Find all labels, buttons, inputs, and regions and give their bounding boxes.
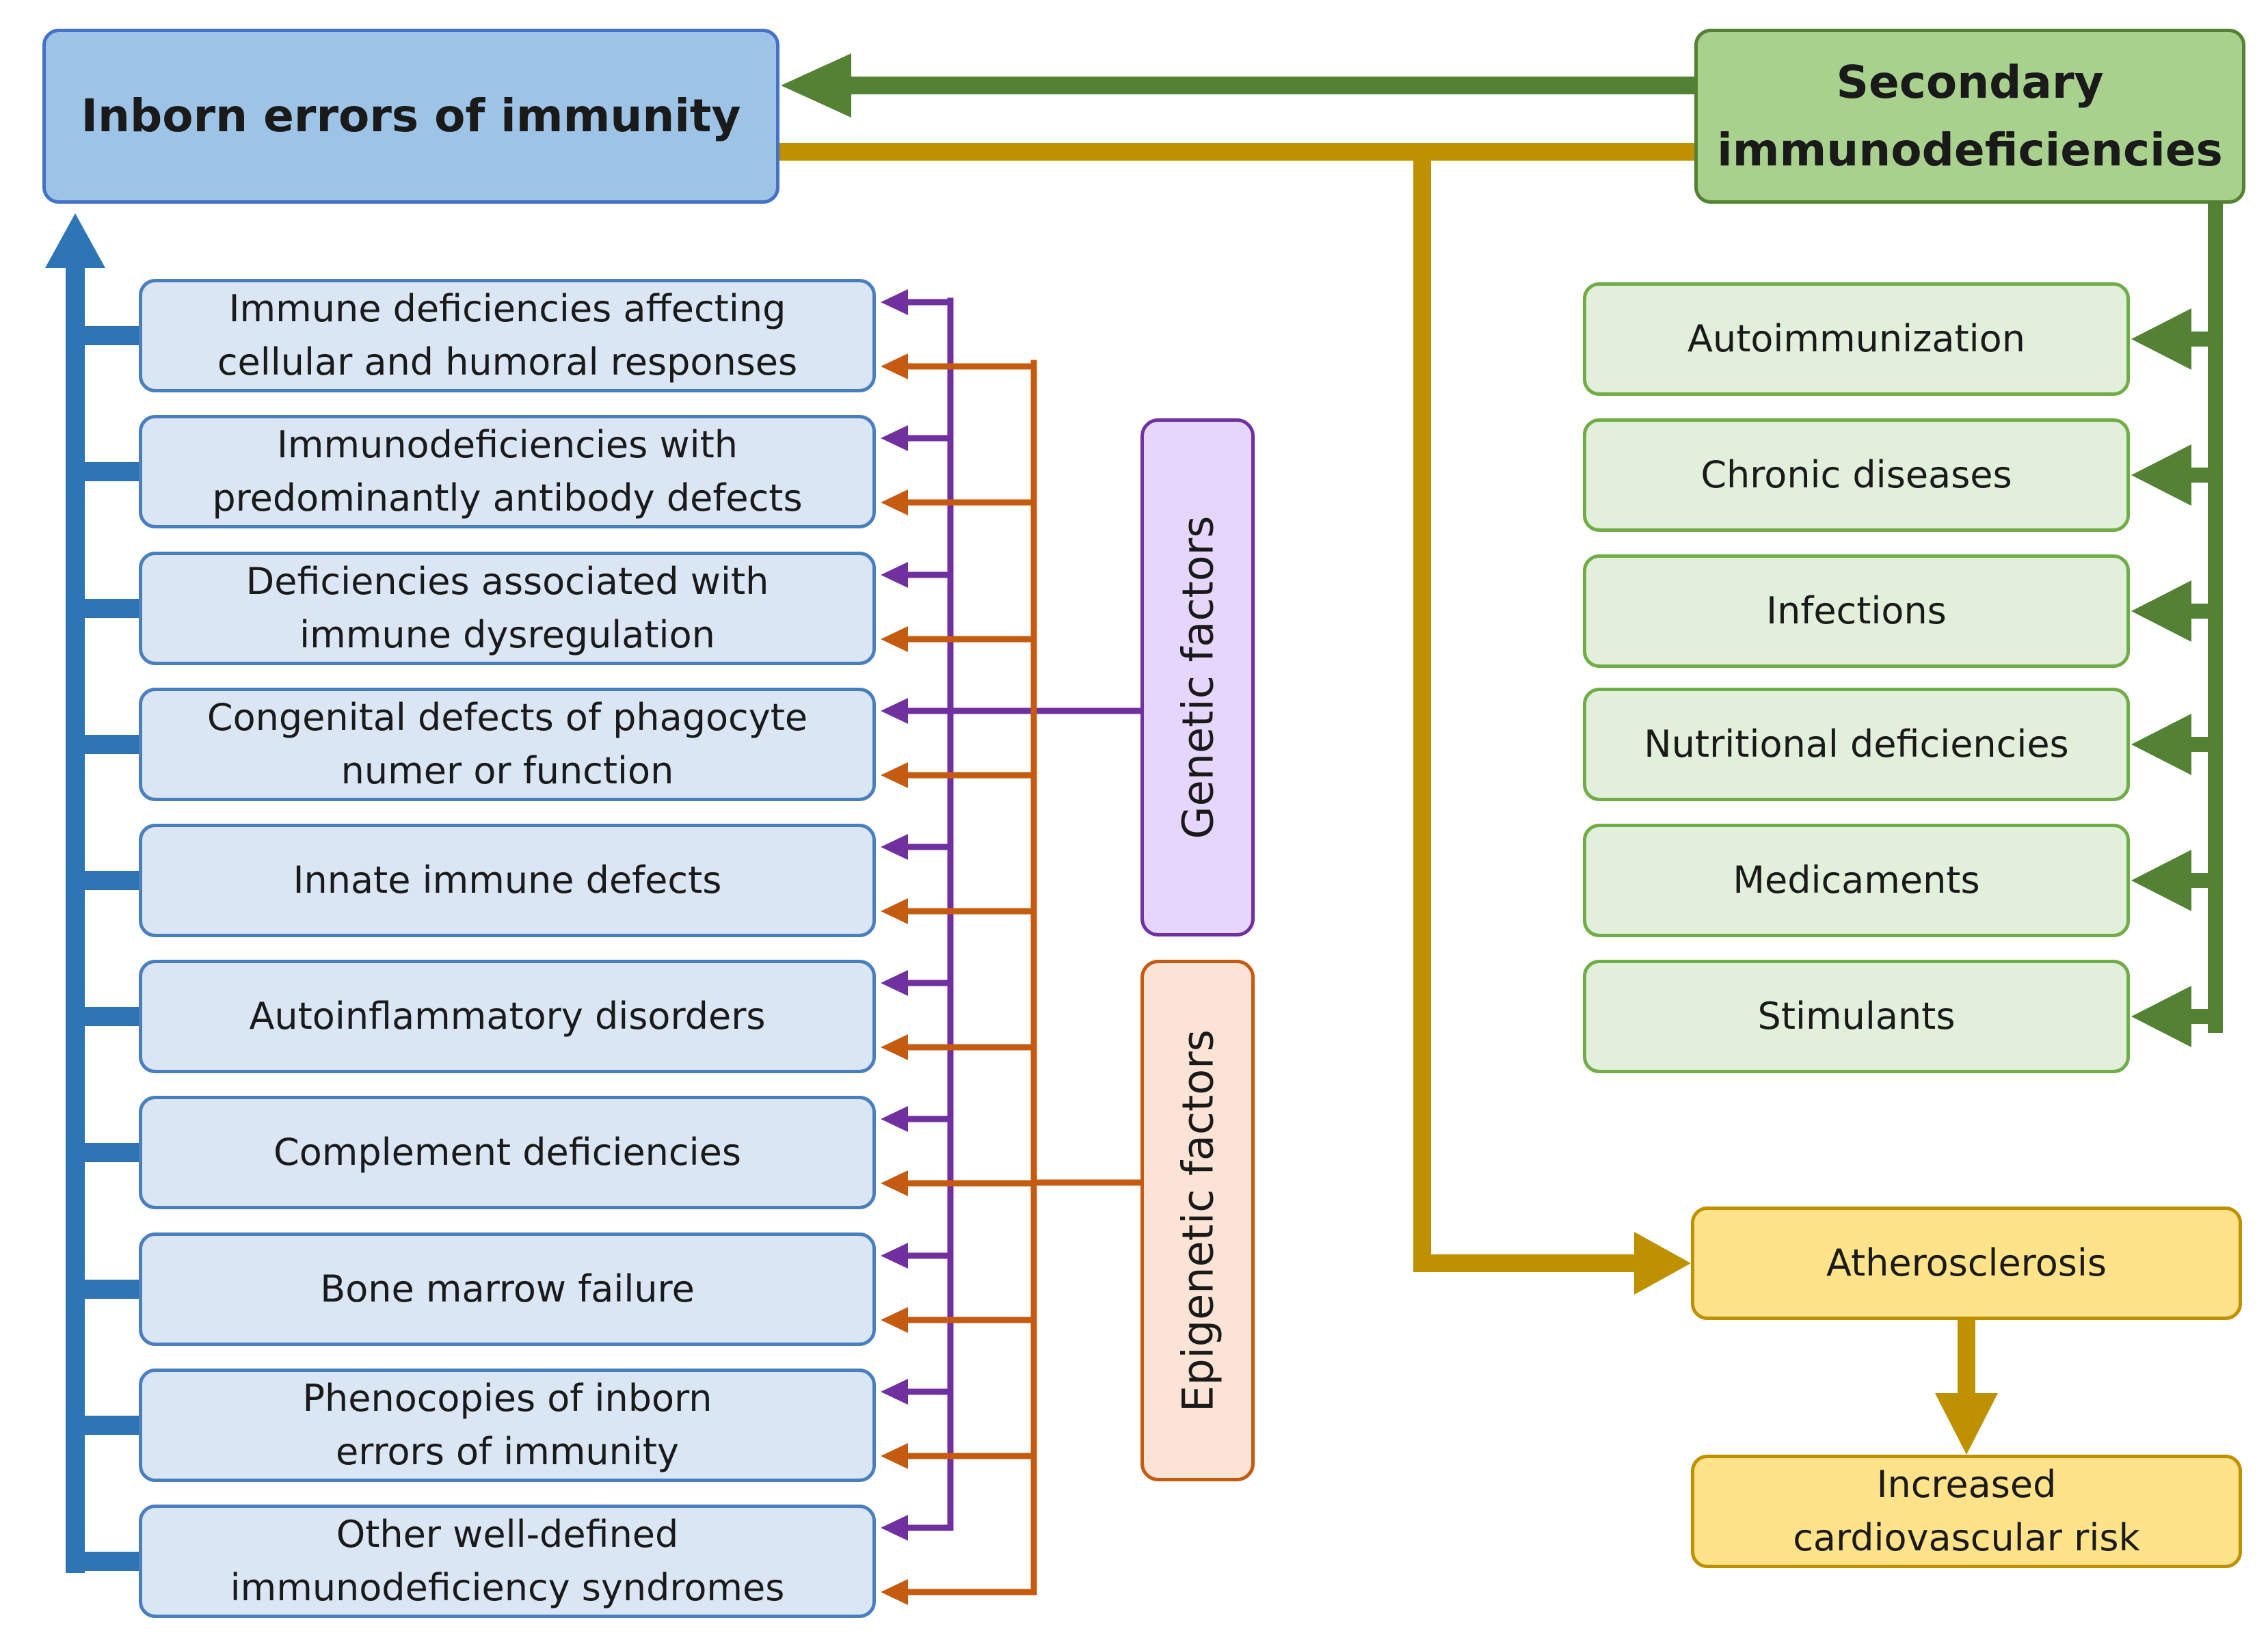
cardiovascular-risk-box: Increased cardiovascular risk — [1691, 1455, 2242, 1568]
iei-category-other-syndromes: Other well-defined immunodeficiency syndr… — [139, 1505, 876, 1618]
cause-infections: Infections — [1583, 554, 2130, 668]
causes-arrowhead — [2131, 444, 2191, 506]
cause-label: Medicaments — [1733, 858, 1980, 902]
risk-label-line1: Increased — [1876, 1462, 2057, 1506]
category-line: Innate immune defects — [293, 858, 722, 902]
cause-autoimmunization: Autoimmunization — [1583, 282, 2130, 396]
epigenetic-arrowhead — [881, 898, 908, 924]
green-connectors — [781, 53, 2223, 1047]
iei-category-innate-immune-defects: Innate immune defects — [139, 824, 876, 937]
genetic-factors-box: Genetic factors — [1140, 418, 1255, 936]
cause-label: Autoimmunization — [1687, 316, 2025, 360]
epigenetic-arrowhead — [881, 1307, 908, 1333]
epigenetic-arrowhead — [881, 353, 908, 379]
genetic-arrowhead — [881, 425, 908, 451]
epigenetic-arrowhead — [881, 626, 908, 652]
blue-arrowhead — [45, 213, 105, 268]
genetic-arrowhead — [881, 1243, 908, 1269]
genetic-arrowhead — [881, 562, 908, 588]
causes-arrowhead — [2131, 986, 2191, 1047]
category-line: errors of immunity — [335, 1430, 679, 1473]
epigenetic-arrowhead — [881, 1034, 908, 1060]
epigenetic-arrowhead — [881, 762, 908, 788]
epigenetic-factors-label: Epigenetic factors — [1173, 1029, 1223, 1412]
category-line: numer or function — [341, 749, 674, 792]
epigenetic-factors-box: Epigenetic factors — [1140, 960, 1255, 1481]
epigenetic-arrowhead — [881, 1443, 908, 1469]
gold-atherosclerosis-arrowhead — [1634, 1232, 1691, 1295]
risk-label-line2: cardiovascular risk — [1793, 1516, 2140, 1559]
causes-arrowhead — [2131, 308, 2191, 370]
causes-arrowhead — [2131, 580, 2191, 642]
causes-arrowhead — [2131, 714, 2191, 775]
epigenetic-arrowhead — [881, 1170, 908, 1196]
iei-category-antibody-defects: Immunodeficiencies with predominantly ant… — [139, 415, 876, 528]
category-line: immunodeficiency syndromes — [230, 1566, 785, 1609]
causes-arrowhead — [2131, 850, 2191, 911]
category-line: Complement deficiencies — [274, 1130, 741, 1174]
category-line: Bone marrow failure — [320, 1267, 695, 1310]
genetic-connectors — [881, 289, 1144, 1541]
iei-category-complement: Complement deficiencies — [139, 1096, 876, 1209]
genetic-arrowhead — [881, 970, 908, 996]
cause-stimulants: Stimulants — [1583, 960, 2130, 1073]
cause-chronic-diseases: Chronic diseases — [1583, 418, 2130, 532]
atherosclerosis-label: Atherosclerosis — [1826, 1241, 2107, 1284]
blue-connectors — [45, 213, 148, 1573]
category-line: cellular and humoral responses — [217, 340, 798, 383]
iei-category-immune-dysregulation: Deficiencies associated with immune dysre… — [139, 552, 876, 665]
cause-label: Nutritional deficiencies — [1644, 722, 2069, 766]
gold-risk-arrowhead — [1935, 1393, 1998, 1455]
category-line: Congenital defects of phagocyte — [206, 695, 808, 739]
category-line: Autoinflammatory disorders — [249, 994, 766, 1038]
iei-category-bone-marrow-failure: Bone marrow failure — [139, 1232, 876, 1346]
cause-medicaments: Medicaments — [1583, 824, 2130, 937]
epigenetic-arrowhead — [881, 1579, 908, 1605]
cause-nutritional-deficiencies: Nutritional deficiencies — [1583, 688, 2130, 801]
secondary-to-inborn-arrowhead — [781, 53, 851, 118]
category-line: Phenocopies of inborn — [302, 1376, 712, 1420]
genetic-factors-label: Genetic factors — [1173, 515, 1223, 839]
inborn-errors-box: Inborn errors of immunity — [42, 29, 779, 204]
secondary-immunodeficiencies-box: Secondary immunodeficiencies — [1694, 29, 2245, 204]
epigenetic-arrowhead — [881, 489, 908, 515]
secondary-label-line1: Secondary — [1836, 56, 2104, 109]
iei-category-phenocopies: Phenocopies of inborn errors of immunity — [139, 1369, 876, 1482]
secondary-label-line2: immunodeficiencies — [1717, 124, 2223, 176]
genetic-arrowhead — [881, 1379, 908, 1405]
atherosclerosis-box: Atherosclerosis — [1691, 1207, 2242, 1320]
genetic-arrowhead — [881, 834, 908, 860]
category-line: predominantly antibody defects — [212, 476, 803, 520]
cause-label: Stimulants — [1757, 994, 1956, 1038]
genetic-arrowhead — [881, 1106, 908, 1132]
category-line: immune dysregulation — [299, 613, 715, 656]
category-line: Immune deficiencies affecting — [228, 286, 786, 330]
cause-label: Chronic diseases — [1700, 453, 2012, 496]
gold-connectors — [771, 143, 1998, 1455]
inborn-errors-label: Inborn errors of immunity — [81, 90, 741, 143]
cause-label: Infections — [1766, 589, 1947, 632]
genetic-arrowhead — [881, 289, 908, 315]
category-line: Other well-defined — [336, 1512, 679, 1556]
category-line: Immunodeficiencies with — [276, 422, 738, 466]
iei-category-autoinflammatory: Autoinflammatory disorders — [139, 960, 876, 1073]
genetic-arrowhead — [881, 1515, 908, 1541]
category-line: Deficiencies associated with — [245, 559, 769, 603]
iei-category-cellular-humoral: Immune deficiencies affecting cellular an… — [139, 279, 876, 392]
epigenetic-connectors — [881, 353, 1144, 1605]
iei-category-phagocyte-defects: Congenital defects of phagocyte numer or … — [139, 688, 876, 801]
genetic-arrowhead — [881, 698, 908, 724]
